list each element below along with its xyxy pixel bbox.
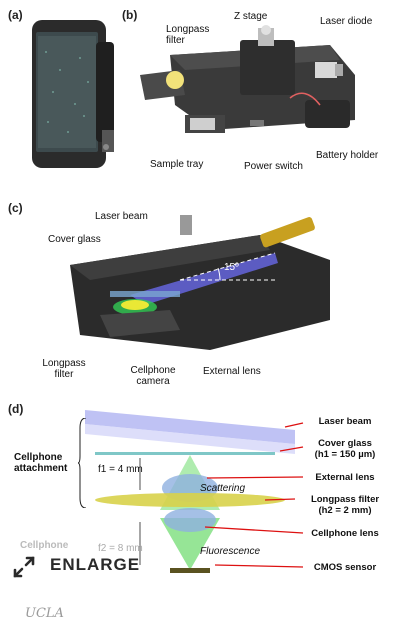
panel-label-d: (d) bbox=[8, 402, 24, 416]
label-c-laser-beam: Laser beam bbox=[95, 211, 148, 222]
label-c-angle: 15º bbox=[224, 262, 239, 273]
label-d-cover-glass-h: (h1 = 150 µm) bbox=[314, 449, 376, 460]
label-b-z-stage: Z stage bbox=[234, 11, 268, 22]
label-d-cellphone-attachment: Cellphone attachment bbox=[14, 452, 68, 474]
label-d-fluorescence: Fluorescence bbox=[200, 546, 261, 557]
label-c-longpass-filter: Longpass filter bbox=[42, 358, 86, 380]
label-b-power-switch: Power switch bbox=[244, 161, 303, 172]
image-credit: UCLA bbox=[25, 606, 64, 621]
label-d-cellphone-lens: Cellphone lens bbox=[311, 528, 379, 539]
panel-d-pointer-arrows bbox=[204, 422, 304, 568]
label-d-cellphone-left: Cellphone bbox=[20, 540, 69, 551]
panel-d-optics-schematic bbox=[85, 410, 295, 573]
enlarge-label: ENLARGE bbox=[50, 555, 141, 574]
panel-b-device-photo bbox=[140, 25, 355, 133]
label-d-longpass-h: (h2 = 2 mm) bbox=[318, 505, 372, 516]
label-d-external-lens: External lens bbox=[315, 472, 375, 483]
panel-label-c: (c) bbox=[8, 201, 23, 215]
brace-cellphone-attachment bbox=[78, 418, 87, 508]
label-c-external-lens: External lens bbox=[203, 366, 261, 377]
label-b-longpass-filter: Longpass filter bbox=[166, 24, 210, 46]
label-b-battery-holder: Battery holder bbox=[316, 150, 379, 161]
label-d-cmos-sensor: CMOS sensor bbox=[313, 562, 377, 573]
label-d-cover-glass: Cover glass bbox=[318, 438, 372, 449]
label-c-cover-glass: Cover glass bbox=[48, 234, 101, 245]
label-d-f2: f2 = 8 mm bbox=[98, 543, 143, 554]
panel-c-cross-section bbox=[70, 215, 330, 350]
label-d-scattering: Scattering bbox=[200, 483, 246, 494]
panel-label-a: (a) bbox=[8, 8, 23, 22]
label-d-laser-beam: Laser beam bbox=[318, 416, 372, 427]
label-d-longpass-filter: Longpass filter bbox=[310, 494, 380, 505]
panel-a-phone-photo bbox=[32, 20, 114, 168]
label-b-laser-diode: Laser diode bbox=[320, 16, 373, 27]
enlarge-button[interactable]: ENLARGE bbox=[0, 535, 160, 590]
panel-label-b: (b) bbox=[122, 8, 138, 22]
label-b-sample-tray: Sample tray bbox=[150, 159, 204, 170]
label-d-f1: f1 = 4 mm bbox=[98, 464, 143, 475]
expand-arrows-icon bbox=[13, 556, 35, 578]
label-c-cellphone-camera: Cellphone camera bbox=[130, 365, 176, 387]
